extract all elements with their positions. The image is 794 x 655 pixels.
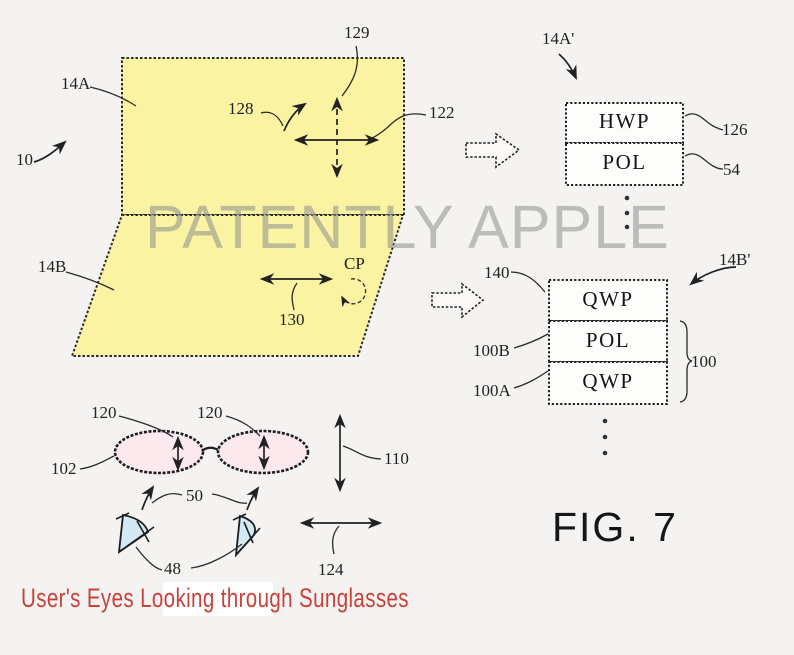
layer-label-qwp-top: QWP	[582, 287, 634, 311]
block-arrow-display-to-stack	[465, 132, 521, 169]
ref-label-140: 140	[484, 263, 510, 282]
layer-box-qwp-bottom	[548, 361, 668, 405]
circular-polarization-arrow	[341, 278, 367, 308]
stack-b-ellipsis-dots	[602, 418, 608, 456]
ref-label-120-right: 120	[197, 403, 223, 422]
sunglass-bridge	[202, 446, 219, 451]
ref-label-126: 126	[722, 120, 748, 139]
ref-label-129: 129	[344, 23, 370, 42]
layer-label-pol-a: POL	[602, 150, 647, 174]
ref-label-100b: 100B	[473, 341, 510, 360]
ref-label-124: 124	[318, 560, 344, 579]
leader-14b-prime-arrow	[689, 266, 737, 286]
leader-102	[79, 455, 115, 470]
leader-48-right	[190, 543, 243, 569]
label-cp: CP	[344, 254, 365, 273]
sunglass-lens-left	[113, 429, 205, 475]
leader-140	[510, 271, 546, 293]
leader-124	[331, 525, 340, 555]
laptop-base-panel	[70, 214, 405, 357]
layer-label-qwp-bottom: QWP	[582, 369, 634, 393]
leader-122	[371, 113, 427, 139]
caption-text: User's Eyes Looking through Sunglasses	[21, 583, 409, 613]
leader-50-left	[151, 492, 183, 504]
ref-label-122: 122	[429, 103, 455, 122]
leader-126	[684, 113, 724, 131]
leader-128	[260, 111, 284, 127]
ref-label-110: 110	[384, 449, 409, 468]
leader-110	[342, 445, 382, 460]
ref-label-130: 130	[279, 310, 305, 329]
ref-label-128: 128	[228, 99, 254, 118]
gaze-arrow-right	[246, 486, 260, 511]
leader-14a	[89, 86, 137, 107]
layer-box-qwp-top	[548, 279, 668, 322]
watermark-text: PATENTLY APPLE	[145, 193, 670, 261]
ref-label-48: 48	[164, 559, 181, 578]
ref-label-14a-prime: 14A'	[542, 29, 575, 48]
layer-box-pol-a	[565, 142, 684, 186]
figure-number-label: FIG. 7	[552, 504, 678, 550]
ref-label-14b: 14B	[38, 257, 67, 276]
gaze-arrow-left	[141, 485, 155, 511]
leader-50-right	[211, 493, 248, 504]
leader-100b	[513, 333, 549, 349]
caption-highlight	[163, 582, 273, 616]
leader-54	[684, 153, 724, 170]
diagonal-128-arrow	[283, 102, 307, 132]
block-arrow-base-to-stack	[431, 282, 485, 319]
ref-label-14b-prime: 14B'	[719, 250, 751, 269]
ref-label-10: 10	[16, 150, 33, 169]
leader-120-left	[118, 415, 174, 438]
device-10-arrow	[33, 140, 67, 163]
ref-label-14a: 14A	[61, 74, 91, 93]
stack-a-ellipsis-dots	[624, 195, 630, 230]
eye-left	[115, 512, 155, 554]
ref-label-120-left: 120	[91, 403, 117, 422]
eye-right	[232, 513, 261, 558]
layer-label-pol-b: POL	[585, 328, 631, 352]
ref-label-54: 54	[723, 160, 740, 179]
layer-label-hwp: HWP	[598, 109, 651, 133]
leader-100a	[513, 370, 549, 389]
ref-label-102: 102	[51, 459, 77, 478]
leader-14b	[65, 271, 115, 291]
sunglass-lens-right	[216, 429, 310, 475]
leader-48-left	[135, 546, 163, 571]
leader-130	[291, 282, 298, 311]
layer-box-hwp	[565, 102, 684, 144]
ref-label-50: 50	[186, 486, 203, 505]
layer-box-pol-b	[548, 320, 668, 363]
leader-14a-prime-arrow	[558, 53, 577, 80]
group-100-brace	[679, 320, 693, 403]
ref-label-100a: 100A	[473, 381, 511, 400]
leader-129	[341, 45, 358, 97]
ref-label-100: 100	[691, 352, 717, 371]
leader-120-right	[225, 415, 261, 437]
